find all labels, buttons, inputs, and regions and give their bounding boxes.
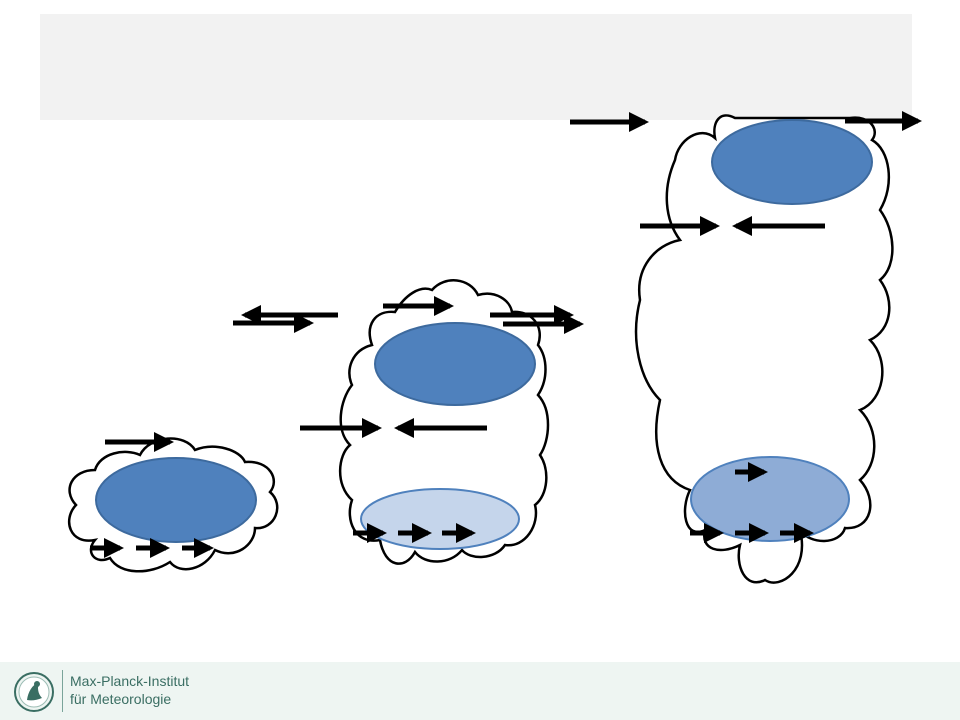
shallow-cloud — [67, 432, 279, 573]
institute-name-line1: Max-Planck-Institut — [70, 673, 190, 689]
deep-lower-core — [690, 456, 850, 542]
deep-cloud — [570, 111, 922, 584]
deep-upper-core — [711, 119, 873, 205]
congestus-cloud — [233, 279, 584, 565]
footer-divider — [62, 670, 63, 712]
mpi-minerva-logo-icon — [14, 672, 54, 712]
congestus-upper-core — [374, 322, 536, 406]
title-placeholder — [40, 14, 912, 120]
shallow-cloud-core — [95, 457, 257, 543]
institute-name-line2: für Meteorologie — [70, 691, 172, 707]
footer-bar: Max-Planck-Institut für Meteorologie — [0, 662, 960, 720]
congestus-lower-core — [360, 488, 520, 550]
